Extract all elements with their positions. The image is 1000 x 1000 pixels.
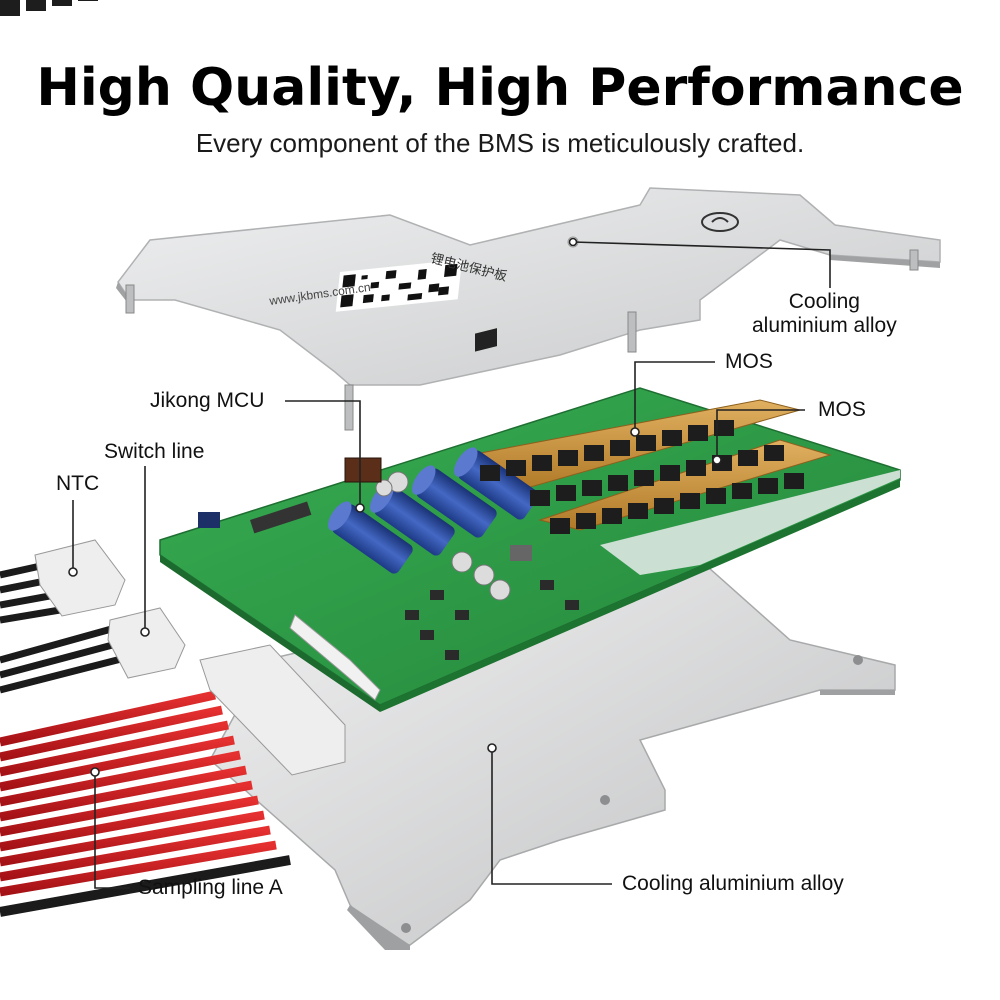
sampling-connector-socket bbox=[289, 614, 381, 701]
top-cooling-plate: www.jkbms.com.cn 锂电池保护板 bbox=[116, 187, 941, 431]
label-jikong-mcu: Jikong MCU bbox=[150, 389, 265, 412]
switch-connector bbox=[198, 512, 220, 528]
switch-line-connector bbox=[107, 607, 186, 679]
label-mos-2: MOS bbox=[818, 398, 866, 421]
sampling-cable bbox=[0, 644, 346, 917]
ntc-connector bbox=[34, 539, 126, 617]
label-ntc: NTC bbox=[56, 472, 100, 495]
page-title: High Quality, High Performance bbox=[36, 58, 964, 118]
small-capacitors bbox=[375, 471, 511, 601]
label-switch-line: Switch line bbox=[104, 440, 205, 463]
page-subtitle: Every component of the BMS is meticulous… bbox=[195, 128, 805, 158]
qr-code bbox=[335, 259, 463, 312]
label-cooling-top-line2: aluminium alloy bbox=[752, 314, 897, 338]
mos-row-1 bbox=[475, 328, 497, 352]
label-cooling-top-line1: Cooling bbox=[788, 290, 860, 313]
label-mos-1: MOS bbox=[725, 350, 773, 373]
ntc-cable bbox=[0, 539, 126, 624]
callout-leaders bbox=[68, 237, 831, 889]
electrolytic-capacitors bbox=[328, 447, 539, 574]
mcu-inductor bbox=[344, 457, 382, 483]
mosfet-array bbox=[0, 0, 804, 534]
label-cooling-top: Cooling aluminium alloy bbox=[752, 290, 897, 338]
label-cooling-bottom: Cooling aluminium alloy bbox=[622, 872, 844, 895]
switch-cable bbox=[0, 607, 186, 694]
label-sampling-line-a: Sampling line A bbox=[138, 876, 283, 899]
sampling-line-connector bbox=[199, 644, 346, 776]
jk-logo bbox=[701, 212, 739, 232]
